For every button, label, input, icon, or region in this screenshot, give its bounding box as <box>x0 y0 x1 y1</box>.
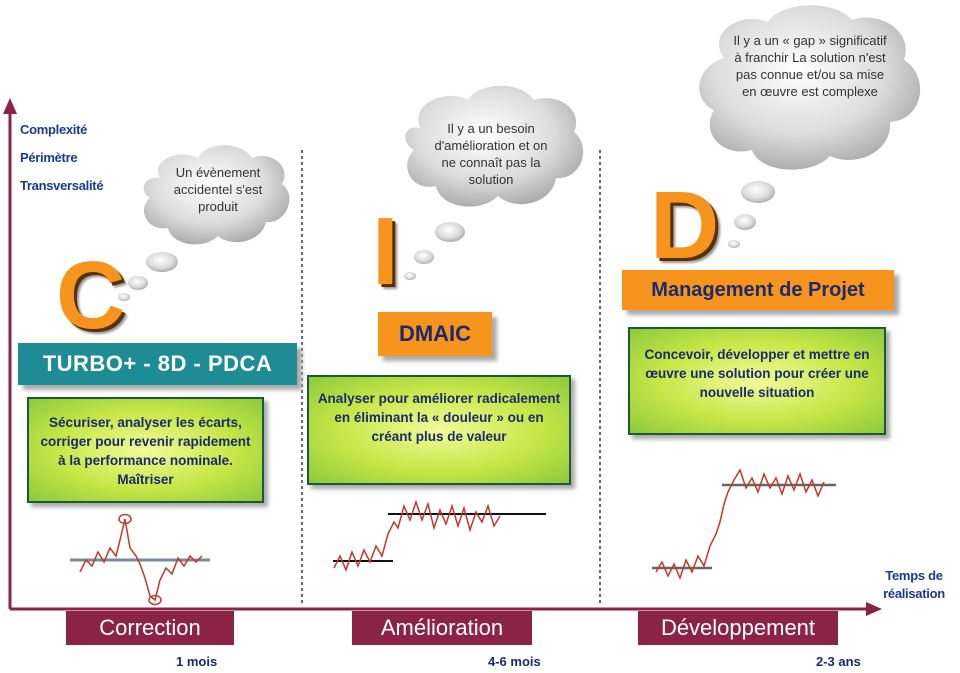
signal-correction <box>70 513 210 606</box>
y-label-complexite: Complexité <box>20 122 88 137</box>
thought-cloud-d <box>699 5 921 248</box>
cloud-c-text: Un évènement accidentel s'est produit <box>173 165 263 214</box>
header-dmaic: DMAIC <box>378 312 492 356</box>
y-label-perimetre: Périmètre <box>20 150 78 165</box>
signal-amelioration <box>333 499 546 573</box>
y-label-transversalite: Transversalité <box>20 178 104 193</box>
header-management-projet: Management de Projet <box>622 270 894 310</box>
phase-developpement: Développement <box>638 611 838 645</box>
duration-amelioration: 4-6 mois <box>488 654 541 669</box>
description-amelioration: Analyser pour améliorer radicalement en … <box>307 375 571 485</box>
description-developpement: Concevoir, développer et mettre en œuvre… <box>628 327 886 435</box>
thought-cloud-i <box>404 85 584 280</box>
letter-d: D <box>650 172 720 279</box>
header-turbo: TURBO+ - 8D - PDCA <box>18 343 297 385</box>
duration-correction: 1 mois <box>176 654 218 669</box>
y-axis <box>3 98 17 609</box>
cloud-d-text: Il y a un « gap » significatif à franchi… <box>733 33 887 99</box>
cloud-i-text: Il y a un besoin d'amélioration et on ne… <box>434 121 548 187</box>
x-axis-label: Temps de réalisation <box>868 567 960 603</box>
x-label-line2: réalisation <box>883 586 945 601</box>
letter-i: I <box>372 198 399 305</box>
duration-developpement: 2-3 ans <box>816 654 861 669</box>
y-axis-labels: Complexité Périmètre Transversalité <box>20 116 104 200</box>
signal-developpement <box>652 468 836 581</box>
description-correction: Sécuriser, analyser les écarts, corriger… <box>27 397 264 503</box>
x-axis <box>10 602 882 616</box>
phase-amelioration: Amélioration <box>352 611 532 645</box>
x-label-line1: Temps de <box>885 568 943 583</box>
letter-c: C <box>56 242 126 349</box>
phase-correction: Correction <box>66 611 234 645</box>
thought-cloud-c <box>118 145 290 301</box>
